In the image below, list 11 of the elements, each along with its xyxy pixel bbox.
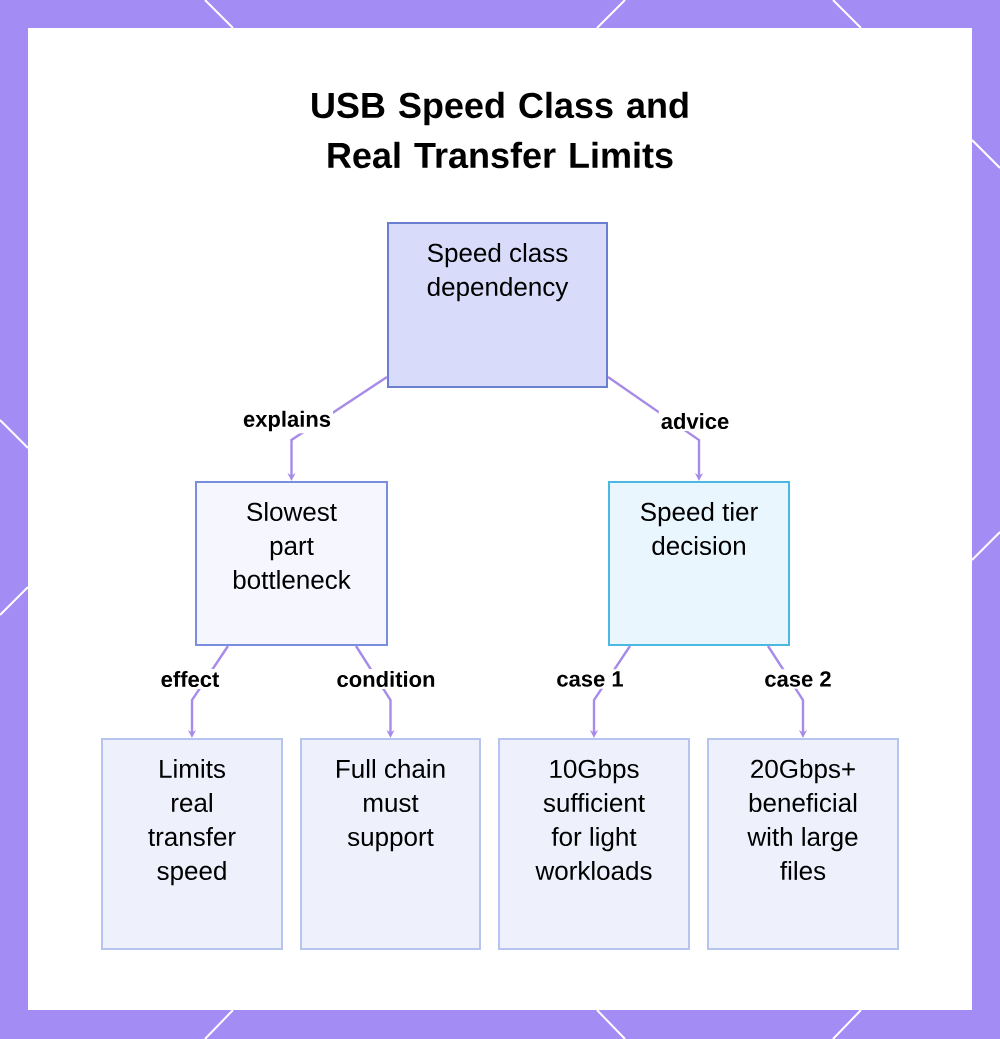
edge-label: case 2 — [762, 669, 834, 689]
concept-box: 10Gbps sufficient for light workloads — [498, 738, 690, 950]
concept-box: Slowest part bottleneck — [195, 481, 388, 646]
concept-box: 20Gbps+ beneficial with large files — [707, 738, 899, 950]
title: USB Speed Class and Real Transfer Limits — [312, 91, 688, 169]
edge-label: case 1 — [554, 669, 626, 689]
concept-box: Speed tier decision — [608, 481, 790, 646]
concept-box: Full chain must support — [300, 738, 481, 950]
concept-box: Limits real transfer speed — [101, 738, 283, 950]
concept-box: Speed class dependency — [387, 222, 608, 388]
edge-label: explains — [241, 408, 333, 434]
